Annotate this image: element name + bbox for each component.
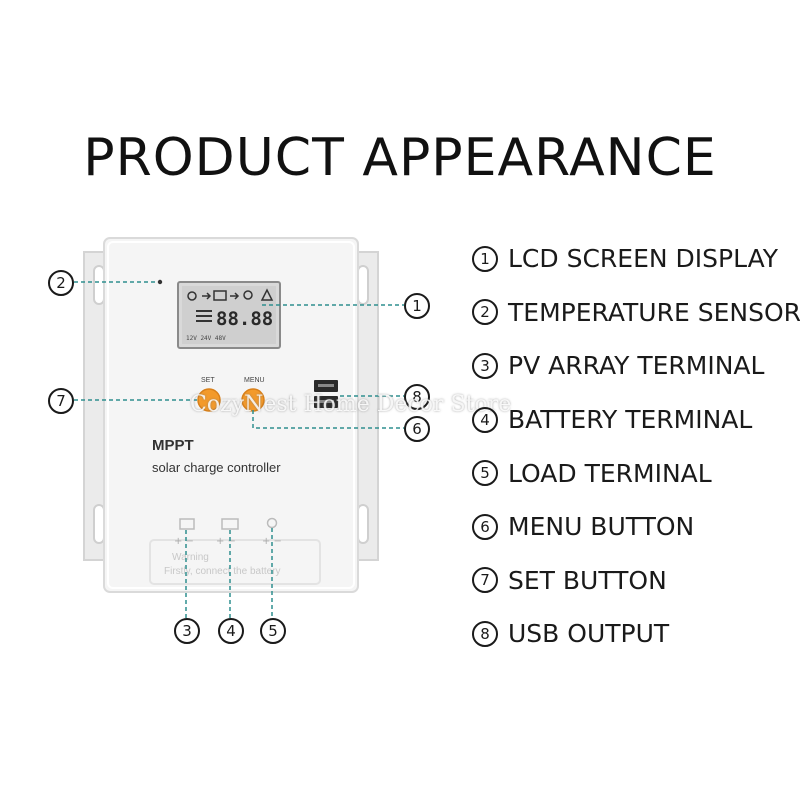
legend-number: 5 xyxy=(472,460,498,487)
controller-body xyxy=(103,237,359,593)
legend-number: 6 xyxy=(472,513,498,540)
legend-item: 3 PV ARRAY TERMINAL xyxy=(472,339,800,393)
legend-number: 4 xyxy=(472,406,498,433)
lcd-screen: 88.88 12V 24V 48V xyxy=(177,281,281,349)
warning-text: Firstly, connect the battery xyxy=(164,566,281,577)
legend-number: 1 xyxy=(472,245,498,272)
legend-item: 2 TEMPERATURE SENSOR xyxy=(472,286,800,340)
svg-text:+ −: + − xyxy=(216,536,236,547)
legend-label: PV ARRAY TERMINAL xyxy=(508,351,765,381)
load-terminal-icon: + − xyxy=(262,517,282,547)
set-button[interactable] xyxy=(197,388,221,412)
legend-item: 1 LCD SCREEN DISPLAY xyxy=(472,232,800,286)
legend-number: 7 xyxy=(472,567,498,594)
usb-output[interactable] xyxy=(314,380,338,408)
legend-label: SET BUTTON xyxy=(508,565,667,595)
legend-item: 5 LOAD TERMINAL xyxy=(472,446,800,500)
bars-icon xyxy=(196,310,212,322)
mount-slot xyxy=(93,265,105,305)
arrow-right-icon xyxy=(202,292,212,300)
pv-terminal-icon: + − xyxy=(174,518,195,547)
warning-title: Warning xyxy=(172,552,209,563)
legend-label: BATTERY TERMINAL xyxy=(508,405,753,435)
mount-slot xyxy=(357,504,369,544)
arrow-right-icon xyxy=(230,292,240,300)
callout-6: 6 xyxy=(404,416,430,442)
menu-label: MENU xyxy=(244,377,265,384)
legend-item: 6 MENU BUTTON xyxy=(472,500,800,554)
watermark-text: CozyNest Home Decor Store xyxy=(190,392,512,417)
lcd-digits: 88.88 xyxy=(216,308,273,330)
legend-number: 8 xyxy=(472,620,498,647)
page-title: PRODUCT APPEARANCE xyxy=(83,128,717,188)
callout-3: 3 xyxy=(174,618,200,644)
legend-item: 7 SET BUTTON xyxy=(472,554,800,608)
callout-1: 1 xyxy=(404,293,430,319)
sun-icon xyxy=(187,291,197,301)
warning-panel xyxy=(149,539,321,585)
set-label: SET xyxy=(201,377,215,384)
legend-item: 4 BATTERY TERMINAL xyxy=(472,393,800,447)
legend-label: USB OUTPUT xyxy=(508,619,670,649)
subtitle-label: solar charge controller xyxy=(152,460,281,475)
leader-6 xyxy=(252,410,404,429)
callout-2: 2 xyxy=(48,270,74,296)
mount-slot xyxy=(93,504,105,544)
brand-label: MPPT xyxy=(152,437,194,454)
legend-item: 8 USB OUTPUT xyxy=(472,607,800,661)
legend-number: 2 xyxy=(472,299,498,326)
callout-5: 5 xyxy=(260,618,286,644)
svg-text:+ −: + − xyxy=(262,536,282,547)
callout-8: 8 xyxy=(404,384,430,410)
svg-text:+ −: + − xyxy=(174,536,194,547)
legend-label: TEMPERATURE SENSOR xyxy=(508,297,800,327)
battery-terminal-icon: + − xyxy=(216,518,239,547)
lcd-voltage-tags: 12V 24V 48V xyxy=(186,335,226,342)
legend-label: LCD SCREEN DISPLAY xyxy=(508,244,779,274)
battery-icon xyxy=(213,290,227,301)
legend-label: LOAD TERMINAL xyxy=(508,458,712,488)
callout-4: 4 xyxy=(218,618,244,644)
mount-slot xyxy=(357,265,369,305)
bulb-icon xyxy=(243,290,253,300)
legend-label: MENU BUTTON xyxy=(508,512,695,542)
legend-number: 3 xyxy=(472,352,498,379)
temperature-sensor xyxy=(157,279,163,285)
warning-icon xyxy=(260,288,274,301)
leader-lines xyxy=(74,281,404,618)
callout-7: 7 xyxy=(48,388,74,414)
